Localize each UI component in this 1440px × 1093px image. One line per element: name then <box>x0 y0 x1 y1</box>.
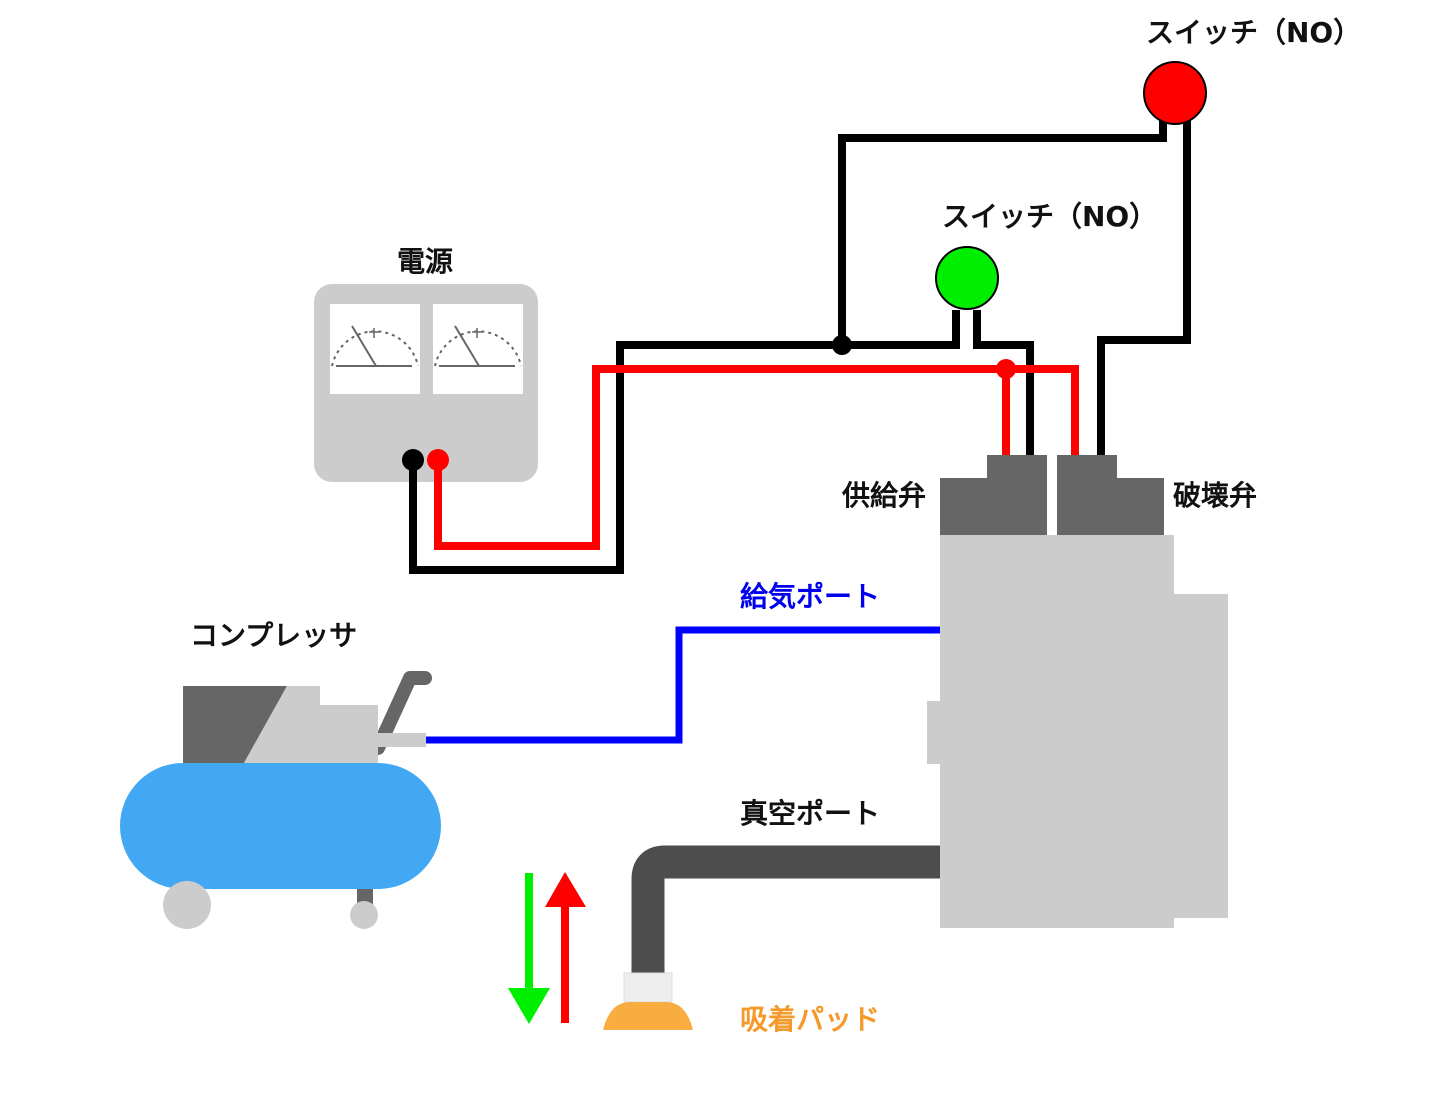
break-valve-label: 破壊弁 <box>1173 479 1258 512</box>
ejector-body <box>927 535 1228 928</box>
wire-black-green-switch-to-supply-valve <box>973 310 1034 458</box>
meter-right <box>433 304 523 394</box>
wire-black-red-switch-to-break-valve <box>1097 118 1191 458</box>
meter-needle <box>351 325 377 367</box>
arrow-down-green <box>508 873 550 1024</box>
supply-valve-label: 供給弁 <box>842 479 927 512</box>
vacuum-hose <box>631 845 940 975</box>
meter-left <box>330 304 420 394</box>
junction-dot-black <box>832 335 852 355</box>
terminal-negative <box>402 449 424 471</box>
air-supply-line <box>424 626 940 744</box>
power-supply <box>314 284 538 482</box>
wire-black-psu-to-green-switch <box>409 310 960 574</box>
power-supply-label: 電源 <box>397 245 454 278</box>
wiring <box>409 118 1191 574</box>
meter-needle <box>454 325 480 367</box>
terminal-positive <box>427 449 449 471</box>
compressor-tank <box>120 763 441 889</box>
wire-black-junction-to-red-switch <box>838 118 1167 345</box>
switch-top-button <box>1143 61 1207 125</box>
switch-middle-button <box>935 246 999 310</box>
supply-port-label: 給気ポート <box>740 580 881 613</box>
wire-red-psu-to-break-valve <box>434 365 1079 550</box>
switch-top-label: スイッチ（NO） <box>1146 16 1362 49</box>
break-valve <box>1057 455 1164 535</box>
junction-dot-red <box>996 359 1016 379</box>
arrow-up-red <box>545 872 586 1023</box>
supply-valve <box>940 455 1047 535</box>
compressor <box>120 671 441 929</box>
compressor-label: コンプレッサ <box>190 619 358 652</box>
suction-pad-label: 吸着パッド <box>740 1003 881 1036</box>
compressor-handle <box>371 671 432 755</box>
compressor-wheel-small <box>350 901 378 929</box>
compressor-wheel-large <box>163 881 211 929</box>
suction-pad <box>603 972 693 1030</box>
switch-middle-label: スイッチ（NO） <box>942 200 1158 233</box>
vacuum-port-label: 真空ポート <box>740 797 881 830</box>
